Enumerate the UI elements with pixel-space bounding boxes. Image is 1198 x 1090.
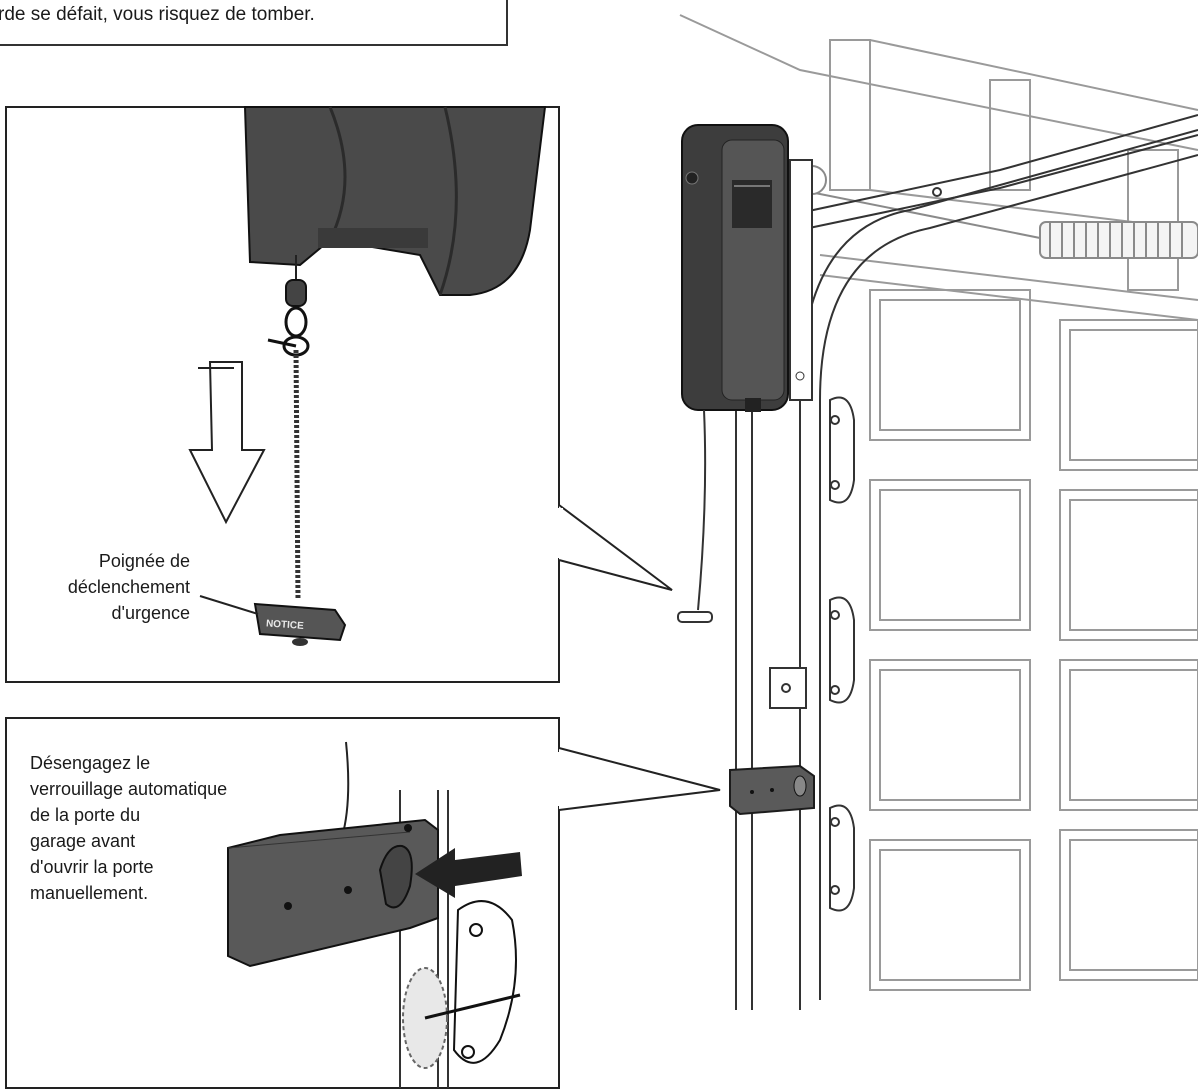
header-beam — [830, 39, 1198, 111]
header-post — [1127, 149, 1179, 291]
pull-down-arrow-icon — [188, 361, 266, 525]
door-panel — [869, 479, 1031, 631]
door-top-rail — [819, 274, 1198, 321]
door-panel-inset — [1069, 839, 1198, 971]
header-post — [989, 79, 1031, 191]
release-handle-label: Poignée de déclenchement d'urgence — [40, 548, 190, 626]
door-panel — [869, 839, 1031, 991]
door-panel — [1059, 489, 1198, 641]
housing-zoom — [243, 106, 547, 296]
door-hinges — [769, 396, 855, 912]
door-panel-inset — [879, 669, 1021, 801]
door-panel — [1059, 319, 1198, 471]
door-panels — [869, 289, 1198, 991]
door-panel-inset — [879, 299, 1021, 431]
warning-box: rde se défait, vous risquez de tomber. — [0, 0, 508, 46]
lock-disengage-callout — [5, 717, 721, 1089]
lock-disengage-label: Désengagez le verrouillage automatique d… — [30, 750, 227, 906]
push-arrow-icon — [415, 848, 522, 898]
door-top-edge — [819, 254, 1198, 301]
door-panel — [1059, 829, 1198, 981]
garage-door-scene — [679, 14, 1198, 991]
release-handle-label-line: d'urgence — [111, 603, 191, 623]
release-handle: NOTICE — [253, 602, 347, 646]
warning-text: rde se défait, vous risquez de tomber. — [0, 4, 315, 25]
door-panel — [869, 659, 1031, 811]
track-lock — [729, 764, 815, 816]
ceiling-line — [679, 14, 1198, 151]
zoom-hinge — [452, 900, 517, 1064]
door-panel-inset — [1069, 669, 1198, 801]
door-panel-inset — [879, 849, 1021, 981]
door-panel-inset — [1069, 499, 1198, 631]
lock-disengage-label-line: Désengagez le — [30, 753, 151, 773]
door-panel-inset — [1069, 329, 1198, 461]
handle-label: NOTICE — [266, 618, 305, 632]
door-panel — [869, 289, 1031, 441]
lock-disengage-label-line: de la porte du — [30, 805, 141, 825]
header-post — [829, 39, 871, 191]
release-handle-label-line: déclenchement — [67, 577, 190, 597]
release-handle-label-line: Poignée de — [98, 551, 190, 571]
lock-disengage-label-line: garage avant — [30, 831, 136, 851]
operator-housing — [677, 124, 813, 623]
door-panel — [1059, 659, 1198, 811]
torsion-spring — [797, 165, 1198, 259]
lock-body — [227, 818, 439, 968]
lock-disengage-label-line: d'ouvrir la porte — [30, 857, 154, 877]
release-handle-callout: NOTICE — [5, 106, 673, 683]
lock-disengage-label-line: manuellement. — [30, 883, 149, 903]
door-panel-inset — [879, 489, 1021, 621]
lock-disengage-label-line: verrouillage automatique — [30, 779, 228, 799]
